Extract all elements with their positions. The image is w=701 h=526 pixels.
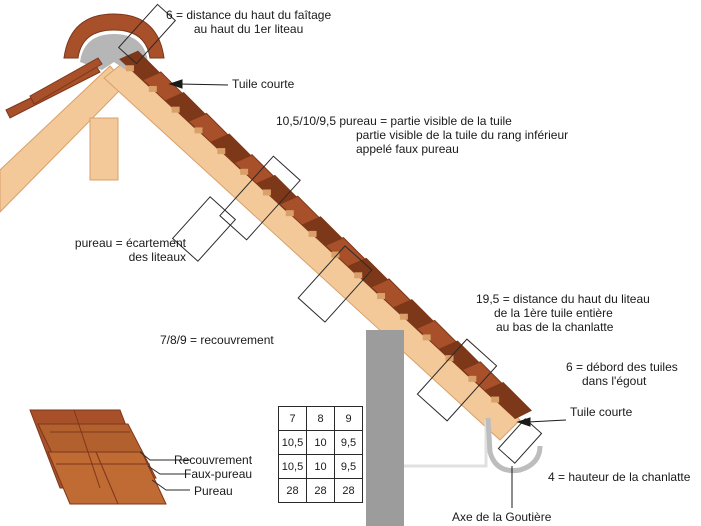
- table-row: 10,5 10 9,5: [278, 454, 363, 479]
- label-tuile-courte-bottom: Tuile courte: [570, 405, 633, 419]
- wall: [366, 330, 404, 526]
- legend-faux-pureau: Faux-pureau: [184, 467, 253, 481]
- king-post: [89, 117, 119, 181]
- table-cell: 9,5: [334, 454, 363, 479]
- left-tiles: [5, 57, 103, 119]
- batten: [148, 85, 157, 92]
- table-cell: 9: [334, 406, 363, 431]
- dimension-box: [297, 245, 373, 323]
- batten: [354, 272, 363, 279]
- label-chanlatte-line3: au bas de la chanlatte: [496, 320, 614, 334]
- batten: [399, 313, 408, 320]
- table-cell: 28: [306, 478, 335, 503]
- table-row: 10,5 10 9,5: [278, 430, 363, 455]
- label-pureau-visible: 10,5/10/9,5 pureau = partie visible de l…: [276, 114, 568, 156]
- table-row: 7 8 9: [278, 406, 363, 431]
- values-table: 7 8 9 10,5 10 9,5 10,5 10 9,5 28 28 28: [278, 406, 363, 503]
- label-tuile-courte-top: Tuile courte: [232, 77, 295, 91]
- batten: [491, 396, 500, 403]
- gutter-bracket: [404, 420, 488, 468]
- batten: [331, 251, 340, 258]
- legend-recouvrement: Recouvrement: [174, 453, 253, 467]
- batten: [468, 375, 477, 382]
- label-pureau-line3: appelé faux pureau: [356, 142, 459, 156]
- table-cell: 7: [278, 406, 307, 431]
- label-debord-line2: dans l'égout: [582, 374, 647, 388]
- batten: [194, 127, 203, 134]
- table-cell: 10,5: [278, 454, 307, 479]
- dimension-box: [219, 155, 301, 241]
- dimension-box: [171, 196, 237, 262]
- label-faitage: 6 = distance du haut du faîtage au haut …: [166, 8, 331, 36]
- batten: [377, 293, 386, 300]
- table-cell: 28: [278, 478, 307, 503]
- table-row: 28 28 28: [278, 478, 363, 503]
- dimension-boxes: [117, 3, 543, 464]
- label-ecartement-line1: pureau = écartement: [74, 236, 186, 250]
- batten: [125, 65, 134, 72]
- label-faitage-line1: 6 = distance du haut du faîtage: [166, 8, 332, 22]
- label-ecartement: pureau = écartement des liteaux: [40, 236, 186, 264]
- label-pureau-line1: 10,5/10/9,5 pureau = partie visible de l…: [276, 114, 512, 128]
- label-axe-gouttiere: Axe de la Goutière: [452, 510, 552, 524]
- table-cell: 10: [306, 454, 335, 479]
- label-chanlatte-line1: 19,5 = distance du haut du liteau: [476, 292, 650, 306]
- label-ecartement-line2: des liteaux: [128, 250, 186, 264]
- dimension-box: [117, 3, 177, 65]
- label-pureau-line2: partie visible de la tuile du rang infér…: [356, 128, 569, 142]
- batten: [217, 148, 226, 155]
- dimension-box: [416, 338, 498, 422]
- batten: [171, 106, 180, 113]
- label-debord-line1: 6 = débord des tuiles: [566, 360, 678, 374]
- gutter: [485, 417, 543, 474]
- main-rafter: [103, 61, 521, 441]
- label-faitage-line2: au haut du 1er liteau: [193, 22, 304, 36]
- label-chanlatte: 19,5 = distance du haut du liteau de la …: [476, 292, 650, 334]
- batten: [308, 230, 317, 237]
- dimension-box: [497, 418, 543, 464]
- label-chanlatte-line2: de la 1ère tuile entière: [494, 306, 613, 320]
- batten: [285, 210, 294, 217]
- roof-tile: [484, 381, 533, 420]
- roof-tiles: [119, 50, 533, 420]
- table-cell: 8: [306, 406, 335, 431]
- pointer-arrows: [168, 79, 567, 427]
- table-cell: 28: [334, 478, 363, 503]
- table-cell: 9,5: [334, 430, 363, 455]
- batten: [422, 334, 431, 341]
- table-cell: 10,5: [278, 430, 307, 455]
- table-cell: 10: [306, 430, 335, 455]
- legend-brackets: [139, 451, 190, 491]
- label-debord: 6 = débord des tuiles dans l'égout: [566, 360, 678, 388]
- label-recouvrement: 7/8/9 = recouvrement: [160, 333, 274, 347]
- batten: [262, 189, 271, 196]
- legend-tiles: [29, 409, 167, 505]
- batten: [240, 168, 249, 175]
- label-hauteur-chanlatte: 4 = hauteur de la chanlatte: [548, 470, 691, 484]
- legend-pureau: Pureau: [194, 484, 233, 498]
